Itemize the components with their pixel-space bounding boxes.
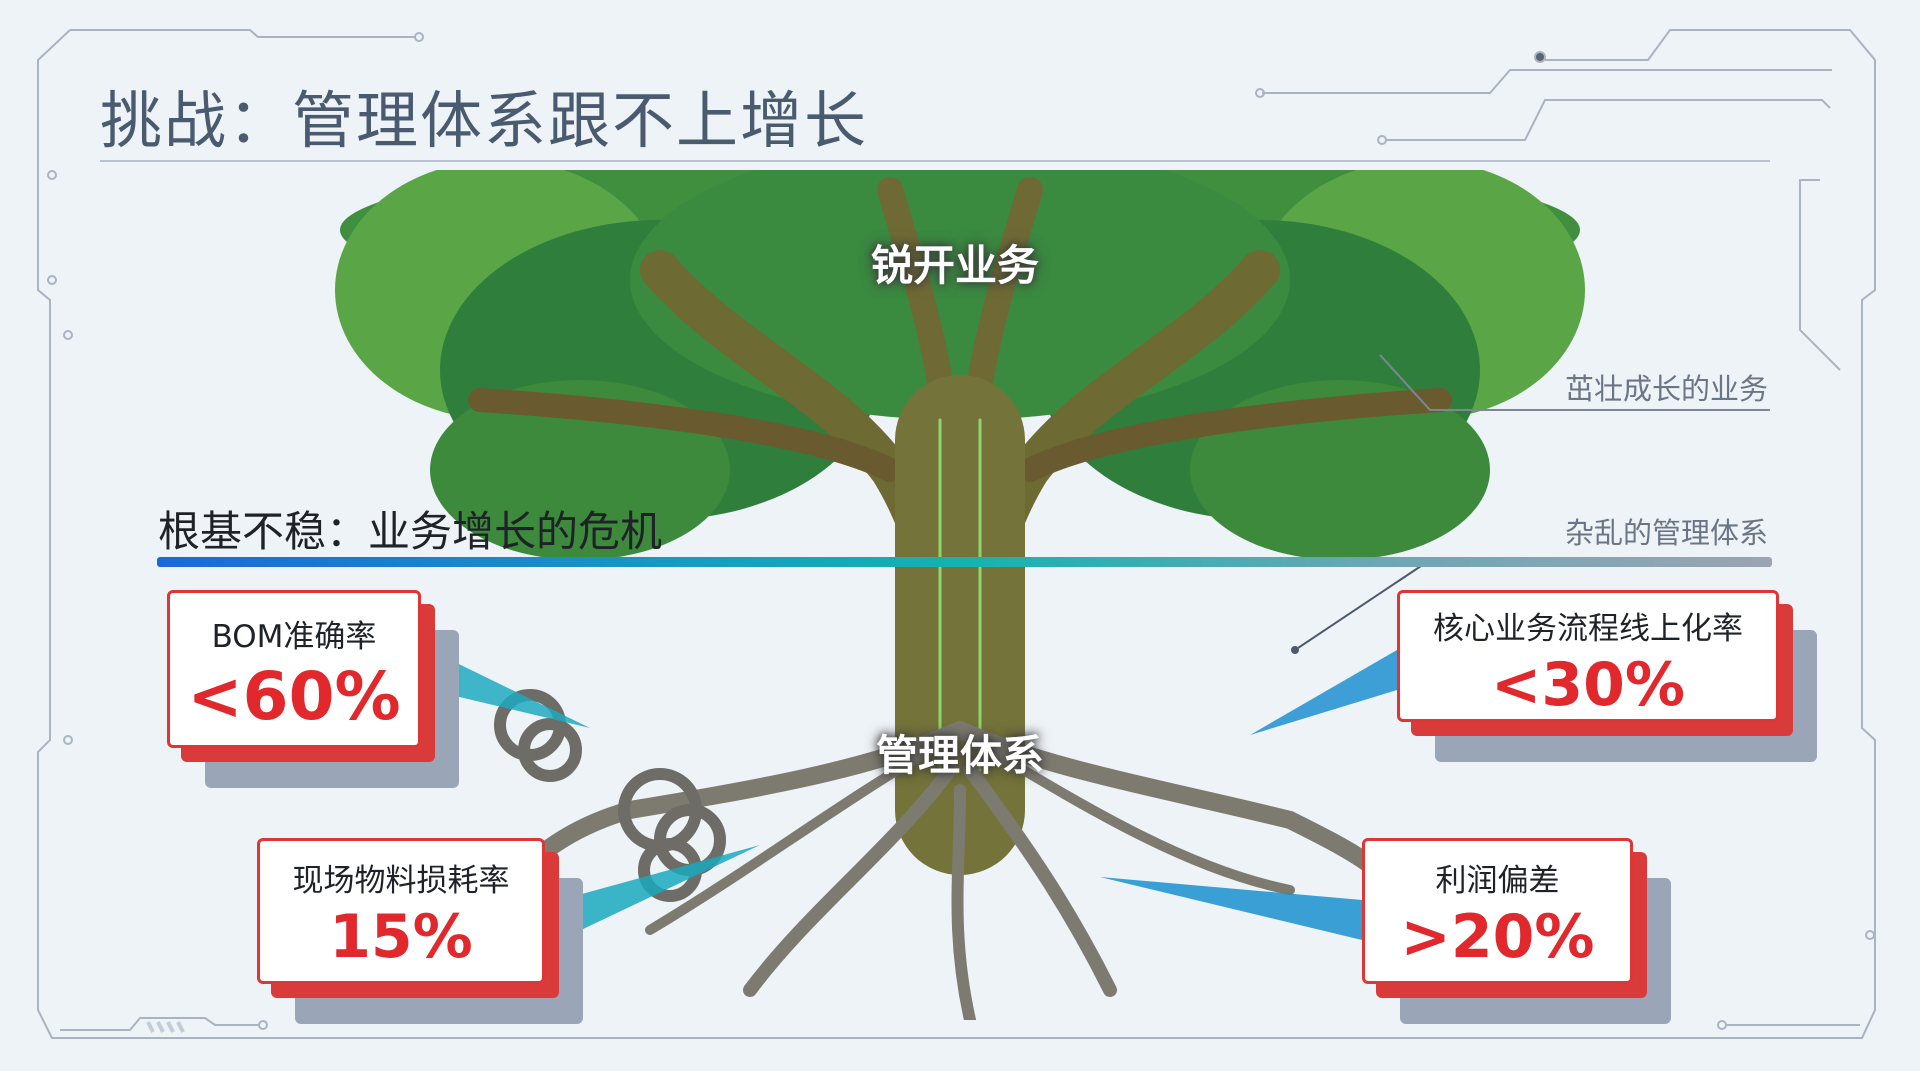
metric-label: 核心业务流程线上化率 — [1433, 611, 1743, 647]
callout-beam — [430, 650, 590, 728]
metric-value: >20% — [1400, 902, 1595, 972]
tree-illustration — [335, 170, 1585, 1020]
metric-value: <60% — [187, 658, 401, 735]
messy-management-label: 杂乱的管理体系 — [1564, 516, 1768, 550]
growing-business-label: 茁壮成长的业务 — [1564, 372, 1768, 406]
callout-beam — [1100, 877, 1362, 940]
crisis-heading: 根基不稳：业务增长的危机 — [158, 507, 663, 556]
metric-card-bom: BOM准确率 <60% — [167, 590, 421, 748]
metric-value: <30% — [1491, 650, 1685, 720]
metric-card-profit-deviation: 利润偏差 >20% — [1362, 838, 1633, 984]
metric-label: 现场物料损耗率 — [292, 863, 510, 899]
canopy-label: 锐开业务 — [870, 241, 1040, 290]
metric-card-material-loss: 现场物料损耗率 15% — [257, 838, 545, 984]
title-divider — [100, 160, 1770, 162]
roots-label: 管理体系 — [875, 731, 1045, 780]
page-title: 挑战：管理体系跟不上增长 — [100, 84, 869, 157]
callout-beam — [560, 845, 760, 940]
callout-beam — [1250, 650, 1397, 735]
metric-label: 利润偏差 — [1435, 863, 1560, 899]
gradient-divider — [157, 557, 1772, 567]
tree-trunk — [468, 177, 1452, 875]
metric-label: BOM准确率 — [211, 619, 377, 655]
metric-card-process-online: 核心业务流程线上化率 <30% — [1397, 590, 1779, 722]
metric-value: 15% — [329, 902, 473, 972]
